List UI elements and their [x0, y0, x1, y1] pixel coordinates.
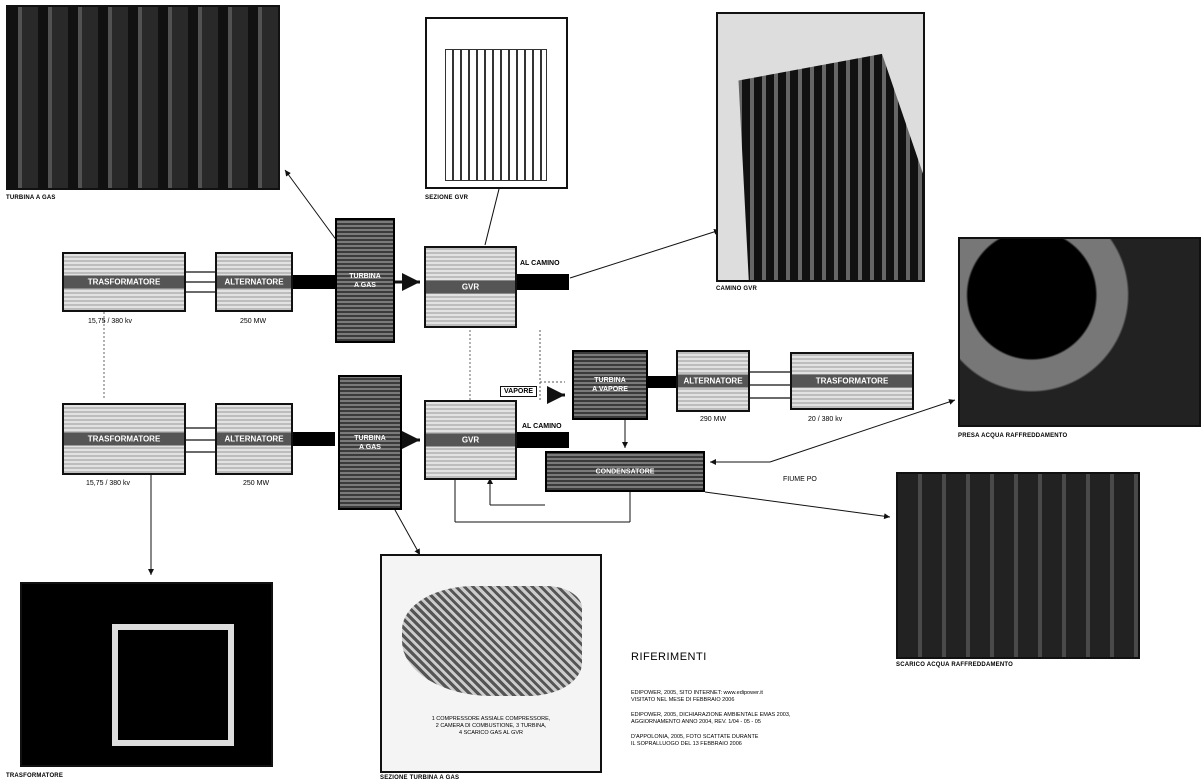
voltage-2: 15,75 / 380 kv: [86, 480, 130, 487]
power-1: 250 MW: [240, 318, 266, 325]
presa-acqua-photo: [958, 237, 1201, 427]
alternatore-box-1: ALTERNATORE: [215, 252, 293, 312]
turbina-gas-caption: TURBINA A GAS: [6, 195, 56, 201]
scarico-acqua-caption: SCARICO ACQUA RAFFREDDAMENTO: [896, 662, 1013, 668]
shaft-1: [293, 275, 335, 289]
turbina-gas-box-2: TURBINA A GAS: [338, 375, 402, 510]
trasformatore-box-2: TRASFORMATORE: [62, 403, 186, 475]
power-2: 250 MW: [243, 480, 269, 487]
sezione-turbina-photo: 1 COMPRESSORE ASSIALE COMPRESSORE, 2 CAM…: [380, 554, 602, 773]
al-camino-arrow-2: [517, 432, 569, 448]
al-camino-2: AL CAMINO: [522, 423, 562, 430]
sezione-turbina-note: 1 COMPRESSORE ASSIALE COMPRESSORE, 2 CAM…: [392, 716, 590, 737]
sezione-turbina-caption: SEZIONE TURBINA A GAS: [380, 775, 459, 781]
turbina-gas-photo: [6, 5, 280, 190]
riferimento-2: EDIPOWER, 2005, DICHIARAZIONE AMBIENTALE…: [631, 712, 790, 725]
voltage-1: 15,75 / 380 kv: [88, 318, 132, 325]
al-camino-arrow-1: [517, 274, 569, 290]
trasformatore-box-1: TRASFORMATORE: [62, 252, 186, 312]
presa-acqua-caption: PRESA ACQUA RAFFREDDAMENTO: [958, 433, 1067, 439]
gvr-box-2: GVR: [424, 400, 517, 480]
voltage-3: 20 / 380 kv: [808, 416, 842, 423]
riferimenti-title: RIFERIMENTI: [631, 651, 707, 663]
camino-gvr-photo: [716, 12, 925, 282]
alternatore-box-3: ALTERNATORE: [676, 350, 750, 412]
trasformatore-photo: [20, 582, 273, 767]
turbina-vapore-box: TURBINA A VAPORE: [572, 350, 648, 420]
alternatore-box-2: ALTERNATORE: [215, 403, 293, 475]
fiume-po-label: FIUME PO: [783, 476, 817, 483]
trasformatore-box-3: TRASFORMATORE: [790, 352, 914, 410]
sezione-gvr-caption: SEZIONE GVR: [425, 195, 468, 201]
gvr-box-1: GVR: [424, 246, 517, 328]
riferimento-3: D'APPOLONIA, 2005, FOTO SCATTATE DURANTE…: [631, 734, 758, 747]
trasformatore-caption: TRASFORMATORE: [6, 773, 63, 779]
camino-gvr-caption: CAMINO GVR: [716, 286, 757, 292]
shaft-2: [293, 432, 335, 446]
power-3: 290 MW: [700, 416, 726, 423]
turbina-gas-box-1: TURBINA A GAS: [335, 218, 395, 343]
sezione-gvr-photo: [425, 17, 568, 189]
riferimento-1: EDIPOWER, 2005, SITO INTERNET: www.edipo…: [631, 690, 763, 703]
scarico-acqua-photo: [896, 472, 1140, 659]
al-camino-1: AL CAMINO: [520, 260, 560, 267]
condensatore-box: CONDENSATORE: [545, 451, 705, 492]
vapore-label: VAPORE: [500, 386, 537, 397]
